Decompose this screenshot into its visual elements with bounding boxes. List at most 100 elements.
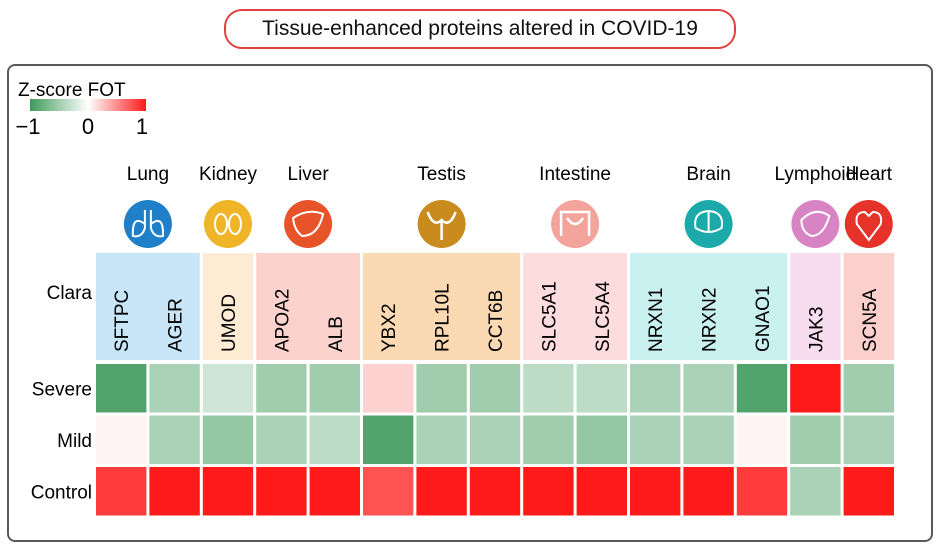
tissue-band-lung — [96, 253, 200, 360]
heatmap-cell — [683, 415, 734, 464]
lymphoid-icon-glyph — [800, 210, 831, 238]
row-label: Control — [31, 482, 92, 503]
heatmap-cell — [523, 467, 574, 516]
tissue-band-brain — [630, 253, 788, 360]
column-label: SLC5A4 — [593, 281, 614, 352]
colorbar-tick-label: −1 — [15, 114, 40, 139]
lungs-icon-glyph — [131, 210, 164, 238]
heatmap-cell — [96, 415, 147, 464]
column-label: CCT6B — [486, 290, 507, 352]
liver-icon — [284, 200, 333, 248]
tissue-band-heart — [843, 253, 894, 360]
tissue-label-liver: Liver — [288, 164, 330, 185]
testis-icon-glyph — [426, 211, 457, 240]
heatmap-cell — [469, 364, 521, 413]
heatmap-cell — [843, 467, 894, 516]
heatmap-cell — [576, 364, 627, 413]
heatmap-cell — [469, 467, 521, 516]
tissue-band-kidney — [202, 253, 254, 360]
liver-icon-glyph — [292, 210, 325, 238]
column-label: SLC5A1 — [539, 281, 560, 352]
row-header-label: Clara — [47, 283, 93, 304]
colorbar-tick-label: 0 — [82, 114, 94, 139]
column-label: ALB — [326, 316, 347, 352]
tissue-label-lung: Lung — [127, 164, 169, 185]
heatmap-cell — [523, 415, 574, 464]
column-label: NRXN2 — [700, 288, 721, 352]
heatmap-cell — [843, 364, 894, 413]
heatmap-cell — [630, 415, 681, 464]
column-label: SCN5A — [860, 288, 881, 352]
kidney-icon-glyph — [214, 213, 228, 235]
heatmap-cell — [96, 364, 147, 413]
heatmap-cell — [363, 415, 414, 464]
colorbar-gradient — [30, 99, 146, 111]
row-label: Severe — [32, 379, 92, 400]
heatmap-cell — [202, 467, 254, 516]
heatmap-cell — [576, 415, 627, 464]
heatmap-cell — [363, 364, 414, 413]
heatmap-cell — [736, 467, 788, 516]
heatmap-cell — [683, 364, 734, 413]
tissue-label-intestine: Intestine — [539, 164, 611, 185]
heatmap-cell — [843, 415, 894, 464]
heart-icon — [844, 200, 893, 248]
column-label: NRXN1 — [646, 288, 667, 352]
column-label: APOA2 — [272, 289, 293, 352]
heatmap-cell — [523, 364, 574, 413]
heatmap-cell — [416, 415, 467, 464]
heatmap-cell — [416, 467, 467, 516]
column-label: YBX2 — [379, 303, 400, 352]
tissue-band-liver — [256, 253, 360, 360]
heatmap-cell — [256, 364, 307, 413]
heatmap-cell — [149, 364, 200, 413]
row-label: Mild — [57, 431, 92, 452]
heatmap-cell — [469, 415, 521, 464]
column-label: GNAO1 — [753, 285, 774, 352]
heatmap-cell — [202, 364, 254, 413]
heatmap-cell — [630, 364, 681, 413]
colorbar-tick-label: 1 — [136, 114, 148, 139]
heatmap-cell — [309, 364, 360, 413]
heatmap-cell — [96, 467, 147, 516]
heatmap-panel — [7, 64, 933, 542]
heart-icon-glyph — [855, 210, 883, 242]
heatmap-cell — [630, 467, 681, 516]
heatmap-cell — [790, 364, 841, 413]
heatmap-cell — [256, 415, 307, 464]
tissue-band-testis — [363, 253, 521, 360]
tissue-label-testis: Testis — [417, 164, 466, 185]
tissue-band-lymphoid — [790, 253, 841, 360]
column-label: AGER — [166, 298, 187, 352]
lymphoid-icon — [791, 200, 840, 248]
tissue-label-kidney: Kidney — [199, 164, 258, 185]
heatmap-cell — [202, 415, 254, 464]
heatmap-cell — [149, 467, 200, 516]
heatmap-cell — [790, 415, 841, 464]
heatmap-cell — [149, 415, 200, 464]
tissue-band-intestine — [523, 253, 627, 360]
tissue-label-lymphoid: Lymphoid — [775, 164, 857, 185]
heatmap-cell — [736, 364, 788, 413]
brain-icon-glyph — [694, 209, 724, 233]
column-label: RPL10L — [433, 283, 454, 352]
column-label: UMOD — [219, 294, 240, 352]
lungs-icon — [123, 200, 172, 248]
heatmap-cell — [309, 415, 360, 464]
tissue-label-brain: Brain — [686, 164, 730, 185]
column-label: JAK3 — [806, 307, 827, 352]
heatmap-cell — [416, 364, 467, 413]
heatmap-cell — [363, 467, 414, 516]
heatmap-cell — [683, 467, 734, 516]
kidney-icon-glyph — [228, 213, 242, 235]
colorbar-label: Z-score FOT — [18, 80, 126, 101]
tissue-label-heart: Heart — [846, 164, 893, 185]
intestine-icon-glyph — [559, 210, 591, 236]
chart-title: Tissue-enhanced proteins altered in COVI… — [224, 9, 736, 49]
heatmap-cell — [790, 467, 841, 516]
heatmap-cell — [736, 415, 788, 464]
heatmap-cell — [309, 467, 360, 516]
heatmap-cell — [256, 467, 307, 516]
column-label: SFTPC — [112, 290, 133, 352]
